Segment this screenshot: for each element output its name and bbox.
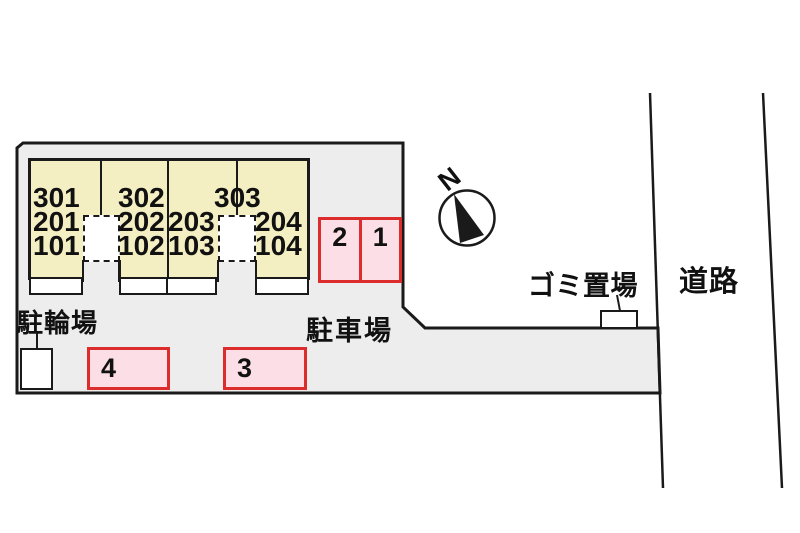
unit-label: 302: [118, 182, 165, 213]
parking-space-1: 1: [358, 217, 402, 283]
porch-3: [166, 277, 217, 295]
parking-space-4: 4: [87, 347, 170, 390]
unit-divider-1: [99, 160, 102, 215]
unit-label: 201: [33, 206, 80, 237]
road-label: 道路: [679, 266, 740, 298]
unit-divider-3: [235, 160, 238, 215]
unit-stack-4: 204 104: [255, 206, 302, 261]
stairwell-right-dashed-box: [218, 215, 256, 262]
unit-label: 102: [118, 230, 165, 261]
garbage-box: [600, 310, 638, 329]
unit-label: 104: [255, 230, 302, 261]
unit-stack-2: 302 202 102: [118, 182, 165, 261]
building-wall: [81, 260, 84, 282]
building: [28, 158, 310, 280]
unit-label-303: 303: [214, 182, 261, 213]
parking-space-3: 3: [223, 347, 307, 390]
unit-label: 204: [255, 206, 302, 237]
unit-stack-1: 301 201 101: [33, 182, 80, 261]
parking-space-number: 2: [332, 222, 348, 252]
car-parking-label: 駐車場: [306, 316, 393, 346]
porch-4: [255, 277, 309, 295]
building-wall: [216, 260, 219, 282]
building-wall: [254, 260, 257, 282]
road-line-right: [761, 92, 784, 489]
porch-2: [119, 277, 169, 295]
parking-space-2: 2: [318, 217, 362, 283]
bicycle-parking-box: [20, 348, 53, 390]
garbage-area-label: ゴミ置場: [528, 271, 638, 301]
road-line-left: [648, 92, 665, 489]
stairwell-left-dashed-box: [83, 215, 120, 262]
bicycle-parking-label: 駐輪場: [17, 308, 99, 338]
unit-label: 202: [118, 206, 165, 237]
unit-stack-3: 203 103: [168, 206, 215, 261]
parking-block-12: 2 1: [318, 217, 402, 283]
unit-label: 301: [33, 182, 80, 213]
building-wall: [118, 260, 121, 282]
porch-1: [29, 277, 83, 295]
compass-needle: [454, 194, 484, 243]
parking-space-number: 4: [101, 353, 117, 383]
unit-label: 203: [168, 206, 215, 237]
unit-label: 303: [214, 182, 261, 213]
unit-label: 103: [168, 230, 215, 261]
unit-divider-2: [166, 160, 169, 279]
unit-label: 101: [33, 230, 80, 261]
parking-space-number: 3: [237, 353, 253, 383]
north-compass-icon: [438, 189, 496, 247]
parking-space-number: 1: [372, 222, 388, 252]
